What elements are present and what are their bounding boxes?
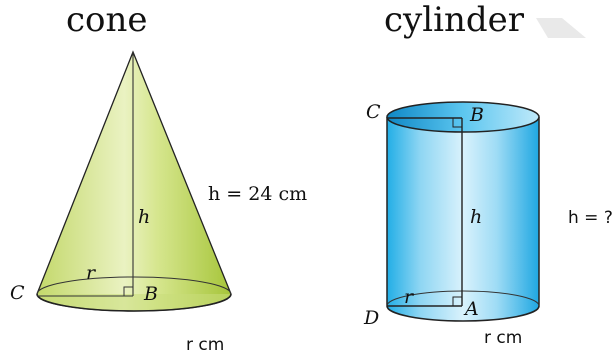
cylinder-height-value: h = ? [568,208,613,228]
cylinder-body [387,117,539,321]
cone-label-h: h [138,206,151,228]
cylinder-label-r: r [404,286,414,308]
cone-right-angle [123,286,133,296]
cone-title: cone [66,0,148,40]
cone-label-r: r [86,262,96,284]
cone-height-value: h = 24 cm [208,183,308,205]
cylinder-bottom-front-edge [386,305,540,322]
cone-base-front-edge [36,293,232,312]
cone-base-front [37,294,231,311]
cylinder-label-h: h [470,206,483,228]
cylinder-label-C: C [366,101,381,123]
cone-label-C: C [10,282,25,304]
cone-label-B: B [144,283,158,305]
cylinder-label-D: D [364,307,380,329]
cone-radius-value: r cm [186,335,225,355]
cylinder-bottom-right-angle [452,296,462,306]
cone-body [36,50,232,312]
watermark-shape [536,18,586,38]
cylinder-bottom-back-edge [386,290,540,307]
cylinder-top [386,101,540,133]
cylinder-label-A: A [465,298,479,320]
cylinder-radius-value: r cm [484,328,523,348]
cylinder-top-right-angle [452,118,462,128]
cylinder-figure [386,101,540,322]
cylinder-title: cylinder [384,0,525,40]
cone-figure [36,50,232,312]
cylinder-label-B: B [470,104,484,126]
cone-base-back-edge [36,276,232,295]
